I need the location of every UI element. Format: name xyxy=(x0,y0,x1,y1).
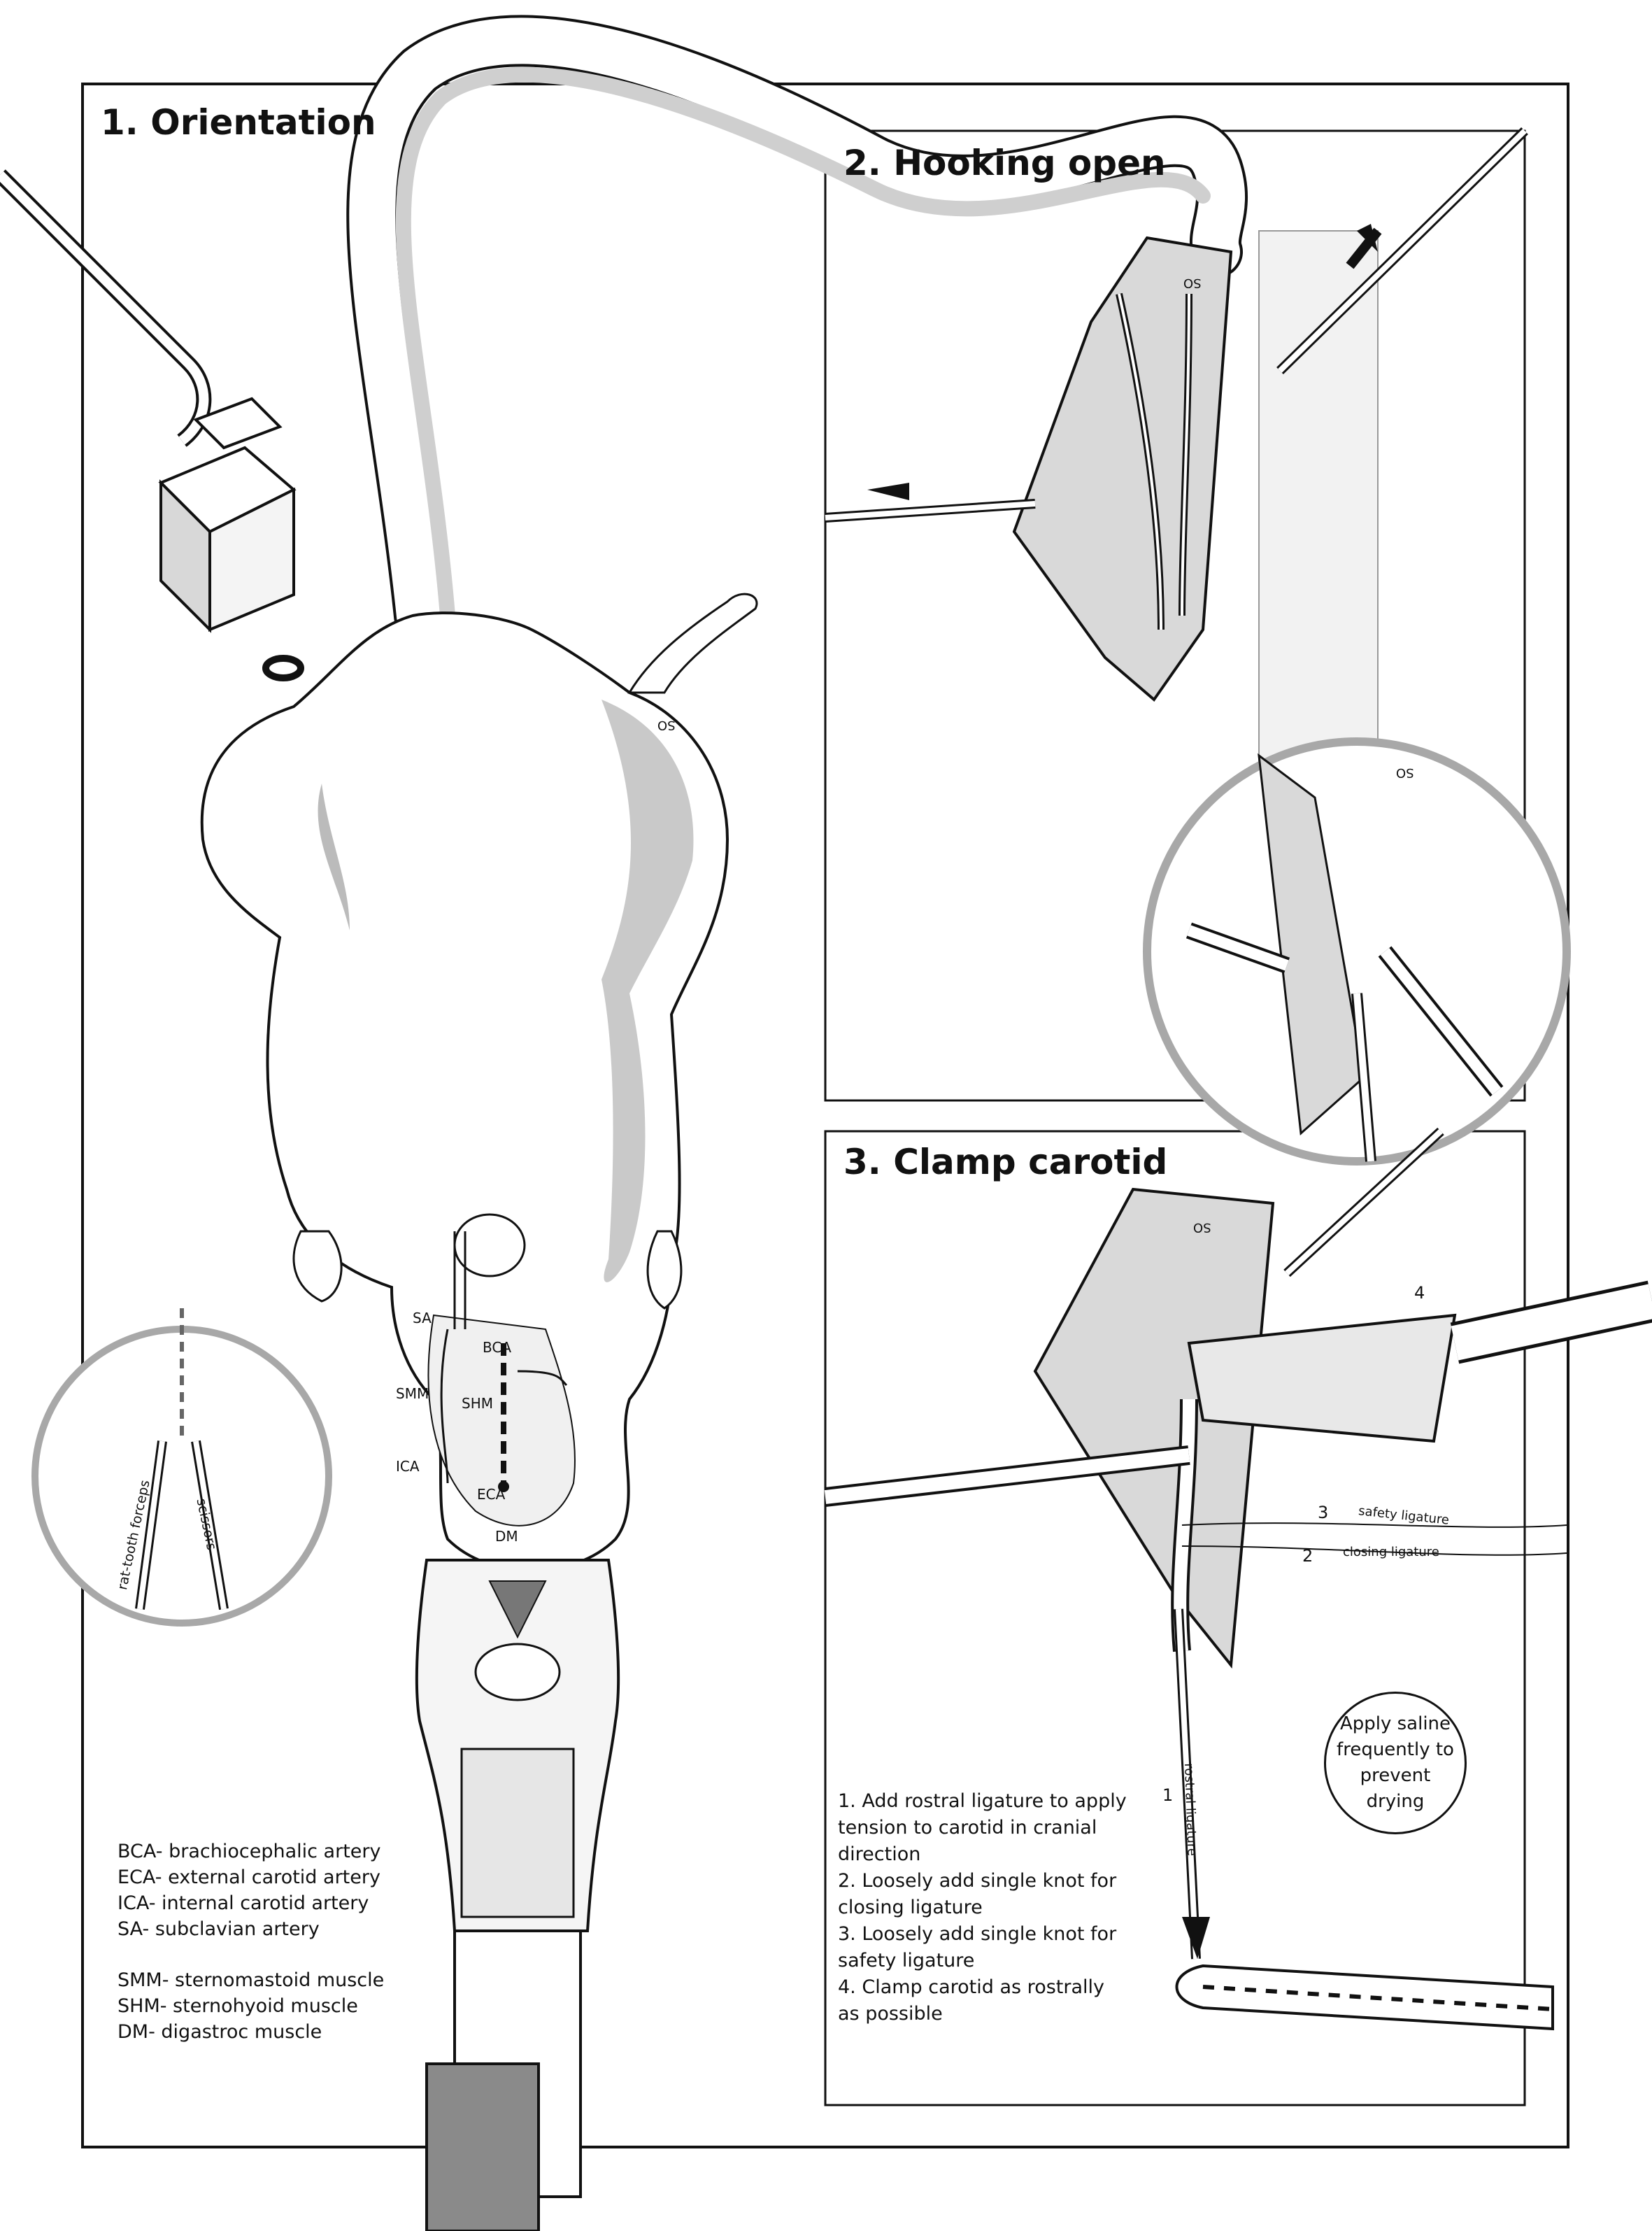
label-num-2: 2 xyxy=(1302,1546,1313,1566)
panel-1-frame xyxy=(81,83,1569,2148)
panel-title-orientation: 1. Orientation xyxy=(101,102,376,143)
label-ica: ICA xyxy=(396,1458,420,1475)
label-bca: BCA xyxy=(483,1339,512,1356)
step-item: 3. Loosely add single knot for safety li… xyxy=(838,1923,1117,1971)
label-closing-ligature: closing ligature xyxy=(1343,1545,1439,1559)
label-num-4: 4 xyxy=(1414,1283,1425,1303)
label-so-2: SO xyxy=(657,718,676,732)
zoom-circle-hooking xyxy=(1143,737,1571,1166)
legend-item: SA- subclavian artery xyxy=(118,1918,320,1940)
label-smm: SMM xyxy=(396,1385,429,1402)
legend-item: SMM- sternomastoid muscle xyxy=(118,1969,385,1991)
clamp-field xyxy=(824,1127,1652,2031)
label-so-1: SO xyxy=(1183,276,1202,290)
label-num-1: 1 xyxy=(1162,1785,1174,1805)
label-num-3: 3 xyxy=(1318,1503,1329,1522)
legend-item: ECA- external carotid artery xyxy=(118,1867,380,1888)
label-eca: ECA xyxy=(477,1486,506,1503)
hooking-field xyxy=(825,127,1528,763)
rat-body xyxy=(200,593,758,1572)
legend-item: SHM- sternohyoid muscle xyxy=(118,1995,358,2017)
label-shm: SHM xyxy=(462,1395,493,1412)
clamp-steps: 1. Add rostral ligature to apply tension… xyxy=(838,1788,1132,2027)
label-so-3: SO xyxy=(1396,765,1414,780)
zoom-circle-forceps xyxy=(31,1308,332,1627)
legend-item: ICA- internal carotid artery xyxy=(118,1892,369,1914)
label-so-4: SO xyxy=(1193,1220,1211,1235)
legend-item: DM- digastroc muscle xyxy=(118,2021,322,2043)
neck-dissection xyxy=(427,1213,576,1527)
breathing-tube xyxy=(346,15,1248,642)
abbreviation-legend: BCA- brachiocephalic artery ECA- externa… xyxy=(118,1839,384,2045)
panel-title-hooking: 2. Hooking open xyxy=(843,143,1166,183)
step-item: 4. Clamp carotid as rostrally as possibl… xyxy=(838,1976,1104,2025)
tail-clamp xyxy=(158,397,304,681)
label-sa: SA xyxy=(413,1310,432,1326)
legend-spacer xyxy=(118,1942,384,1967)
label-dm: DM xyxy=(495,1528,518,1545)
nose-cone xyxy=(415,1559,620,2231)
saline-note: Apply saline frequently to prevent dryin… xyxy=(1324,1692,1467,1834)
step-item: 1. Add rostral ligature to apply tension… xyxy=(838,1790,1127,1865)
legend-item: BCA- brachiocephalic artery xyxy=(118,1841,381,1862)
step-item: 2. Loosely add single knot for closing l… xyxy=(838,1870,1117,1918)
tail-wire xyxy=(0,169,212,447)
panel-title-clamp: 3. Clamp carotid xyxy=(843,1142,1168,1182)
